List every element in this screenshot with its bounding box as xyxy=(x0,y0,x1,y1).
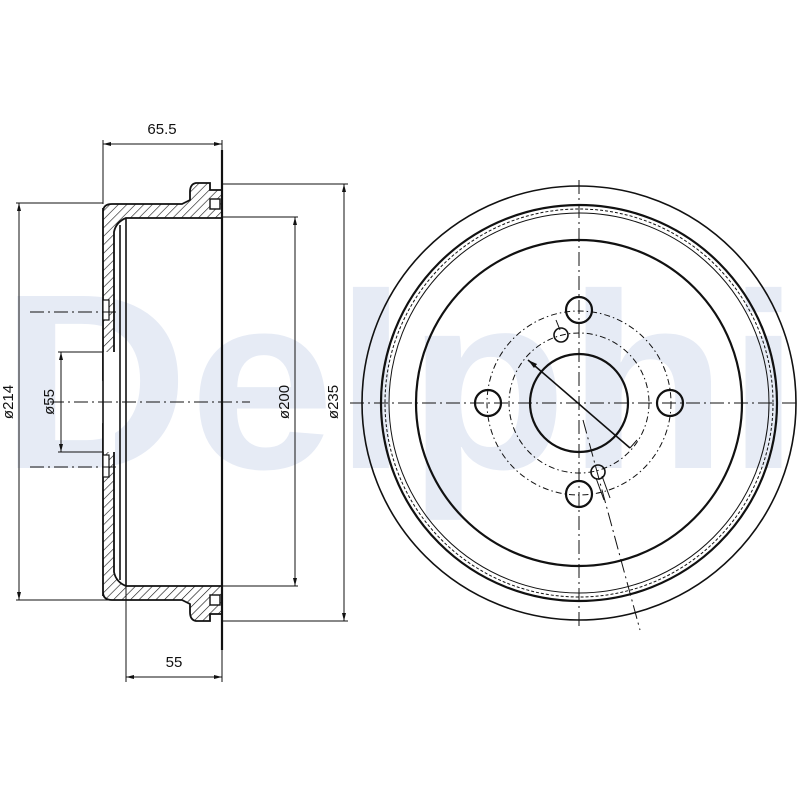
dimension-inner-depth: 55 xyxy=(166,654,183,671)
dimension-flange-diameter: ø214 xyxy=(0,385,17,419)
dimension-braking-surface: ø200 xyxy=(276,385,293,419)
dimension-overall-depth: 65.5 xyxy=(147,121,176,138)
groove-bottom xyxy=(209,594,221,606)
web-hole-top xyxy=(102,299,110,321)
groove-top xyxy=(209,198,221,210)
watermark-text: Delphi xyxy=(0,242,800,521)
dimension-hub-bore: ø55 xyxy=(41,389,58,415)
web-hole-bottom xyxy=(102,454,110,478)
bolt-hole-top xyxy=(564,295,594,325)
section-view: 65.5 55 ø214 ø55 ø200 ø23 xyxy=(0,121,348,682)
locating-hole-bottom xyxy=(590,464,606,480)
delphi-watermark: Delphi xyxy=(0,242,800,521)
locating-hole-top xyxy=(553,327,569,343)
front-view xyxy=(350,180,800,631)
dimension-outer-diameter: ø235 xyxy=(325,385,342,419)
